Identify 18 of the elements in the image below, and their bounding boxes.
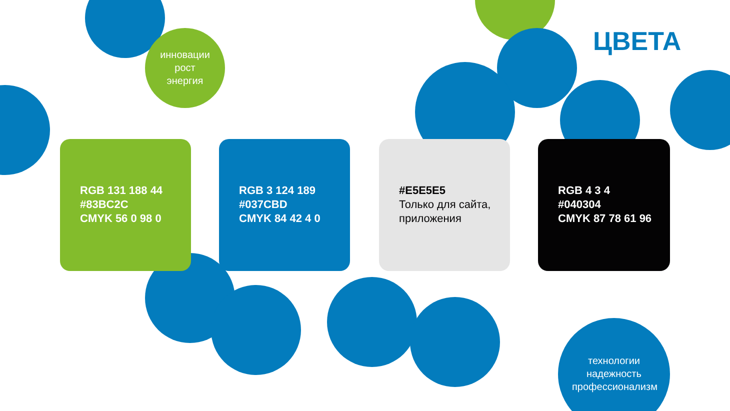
color-swatch-card — [60, 139, 191, 271]
color-value: #040304 — [558, 198, 602, 212]
color-value: Только для сайта, приложения — [399, 198, 492, 226]
color-value: #037CBD — [239, 198, 288, 212]
color-value: CMYK 84 42 4 0 — [239, 212, 322, 226]
title: ЦВЕТА — [593, 26, 682, 57]
color-value: CMYK 87 78 61 96 — [558, 212, 653, 226]
color-swatch-card — [538, 139, 670, 271]
color-value: #E5E5E5 — [399, 184, 446, 198]
keyword-list: технологии надежность профессионализм — [572, 354, 656, 394]
color-value: RGB 4 3 4 — [558, 184, 611, 198]
color-value: #83BC2C — [80, 198, 130, 212]
color-value: CMYK 56 0 98 0 — [80, 212, 162, 226]
color-swatch-card — [219, 139, 350, 271]
color-swatch-card — [379, 139, 510, 271]
color-value: RGB 3 124 189 — [239, 184, 316, 198]
keyword-list: инновации рост энергия — [159, 48, 211, 88]
color-value: RGB 131 188 44 — [80, 184, 164, 198]
